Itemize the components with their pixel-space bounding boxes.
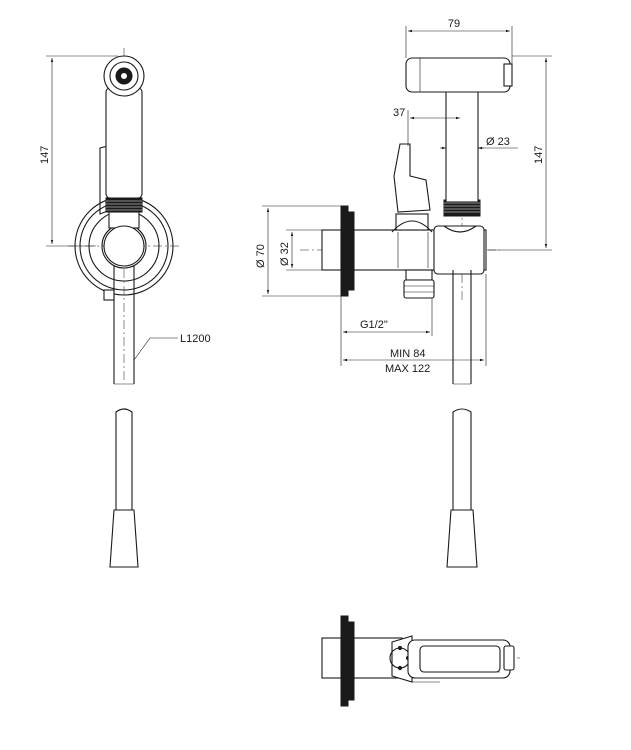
hose-cone-side <box>446 509 478 568</box>
dim-147-side: 147 <box>533 146 545 164</box>
hose-cone-front <box>109 509 139 568</box>
dim-37: 37 <box>393 107 405 119</box>
front-view: 147 L1200 <box>39 48 211 568</box>
dim-147-front: 147 <box>39 146 51 164</box>
valve-knob <box>103 225 145 267</box>
shower-head-side <box>405 57 511 93</box>
top-view <box>321 615 520 707</box>
dim-79: 79 <box>448 18 460 30</box>
top-rosette <box>340 615 349 707</box>
side-lever <box>393 143 431 213</box>
dim-diameter-23: Ø 23 <box>486 136 510 148</box>
dim-hose-length: L1200 <box>180 333 211 345</box>
dim-diameter-32: Ø 32 <box>279 242 291 266</box>
hose-lower-side <box>452 408 472 511</box>
shower-handle <box>105 87 143 199</box>
dim-diameter-70: Ø 70 <box>255 244 267 268</box>
dim-thread: G1/2" <box>360 319 388 331</box>
side-view: 79 37 Ø 23 147 Ø 70 Ø 32 G1/2" MIN <box>255 18 552 568</box>
dim-max: MAX 122 <box>385 363 430 375</box>
dim-min: MIN 84 <box>390 348 425 360</box>
hose-lower-front <box>115 408 133 511</box>
wall-rosette <box>340 205 349 297</box>
outlet-nut <box>403 279 435 299</box>
shower-shaft <box>445 89 479 203</box>
